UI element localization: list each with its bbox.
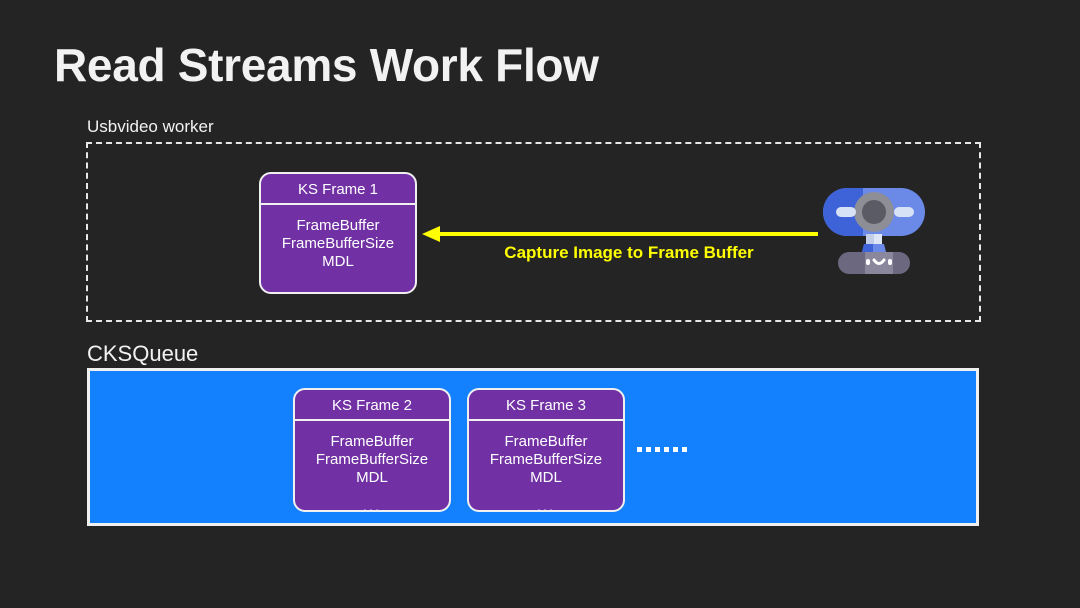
ks-frame-3-field-framebuffer: FrameBuffer [504, 433, 588, 450]
ks-frame-3-field-mdl: MDL [530, 469, 562, 486]
ks-frame-1-header: KS Frame 1 [261, 174, 415, 205]
ks-frame-1-field-framebuffer: FrameBuffer [296, 217, 380, 234]
ks-frame-2-header: KS Frame 2 [295, 390, 449, 421]
continuation-dot [646, 447, 651, 452]
ks-frame-3-body: FrameBuffer FrameBufferSize MDL ... [469, 421, 623, 512]
ks-frame-3-ellipsis: ... [536, 498, 556, 512]
ks-frame-1-body: FrameBuffer FrameBufferSize MDL ... [261, 205, 415, 294]
continuation-dot [682, 447, 687, 452]
ks-frame-2-ellipsis: ... [362, 498, 382, 512]
capture-arrow-icon [422, 226, 818, 242]
ks-frame-1-field-mdl: MDL [322, 253, 354, 270]
page-title: Read Streams Work Flow [54, 39, 599, 91]
continuation-dot [673, 447, 678, 452]
usbvideo-worker-label: Usbvideo worker [87, 117, 214, 136]
capture-arrow-label: Capture Image to Frame Buffer [504, 243, 754, 262]
ks-frame-3-box[interactable]: KS Frame 3 FrameBuffer FrameBufferSize M… [467, 388, 625, 512]
usbvideo-worker-region [86, 142, 981, 322]
ks-frame-3-field-framebuffersize: FrameBufferSize [489, 451, 603, 468]
ks-frame-2-box[interactable]: KS Frame 2 FrameBuffer FrameBufferSize M… [293, 388, 451, 512]
webcam-icon [823, 188, 925, 274]
continuation-dot [655, 447, 660, 452]
ks-frame-3-header: KS Frame 3 [469, 390, 623, 421]
ks-frame-2-field-mdl: MDL [356, 469, 388, 486]
ks-frame-2-field-framebuffersize: FrameBufferSize [315, 451, 429, 468]
continuation-dot [664, 447, 669, 452]
continuation-dot [637, 447, 642, 452]
cksqueue-label: CKSQueue [87, 341, 199, 366]
ks-frame-1-field-framebuffersize: FrameBufferSize [281, 235, 395, 252]
ks-frame-2-body: FrameBuffer FrameBufferSize MDL ... [295, 421, 449, 512]
queue-continuation-dots [637, 447, 687, 452]
ks-frame-1-box[interactable]: KS Frame 1 FrameBuffer FrameBufferSize M… [259, 172, 417, 294]
ks-frame-2-field-framebuffer: FrameBuffer [330, 433, 414, 450]
ks-frame-1-ellipsis: ... [328, 282, 348, 294]
